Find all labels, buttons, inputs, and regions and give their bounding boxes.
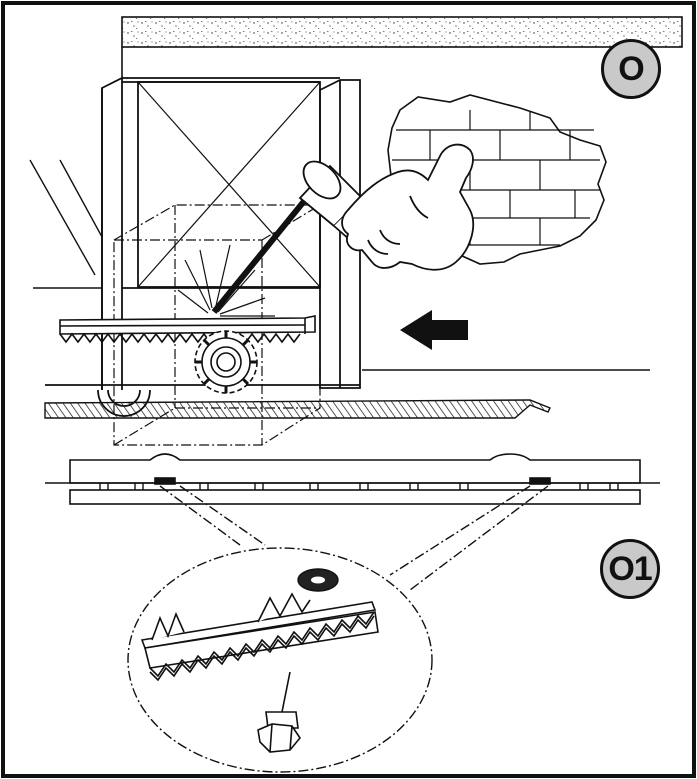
- gate-frame: [45, 76, 361, 396]
- gear-rack: [59, 315, 316, 344]
- concrete-beam: [121, 16, 683, 80]
- gear-pinion-icon: [194, 330, 258, 394]
- rail-elevation: [45, 453, 660, 505]
- ground-track: [44, 399, 551, 419]
- detail-callout: [127, 547, 433, 773]
- weld-sparks: [177, 244, 275, 317]
- detail-leaders: [159, 485, 549, 591]
- bolt-icon: [257, 671, 301, 753]
- direction-arrow-icon: [400, 310, 468, 350]
- washer-icon: [297, 568, 339, 592]
- step-label-o1: O1: [600, 539, 660, 599]
- step-label-o: O: [601, 39, 661, 99]
- hand-icon: [341, 143, 475, 271]
